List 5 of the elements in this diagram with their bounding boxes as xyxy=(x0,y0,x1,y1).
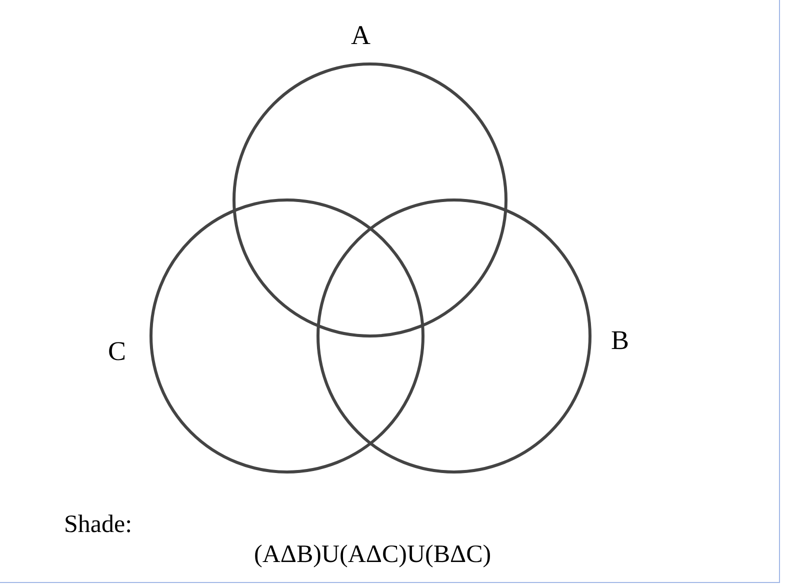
set-expression: (AΔB)U(AΔC)U(BΔC) xyxy=(254,540,492,570)
set-label: C xyxy=(108,336,126,366)
set-label: B xyxy=(611,325,630,355)
set-label: A xyxy=(351,20,370,50)
instruction-text: Shade: xyxy=(64,510,132,540)
